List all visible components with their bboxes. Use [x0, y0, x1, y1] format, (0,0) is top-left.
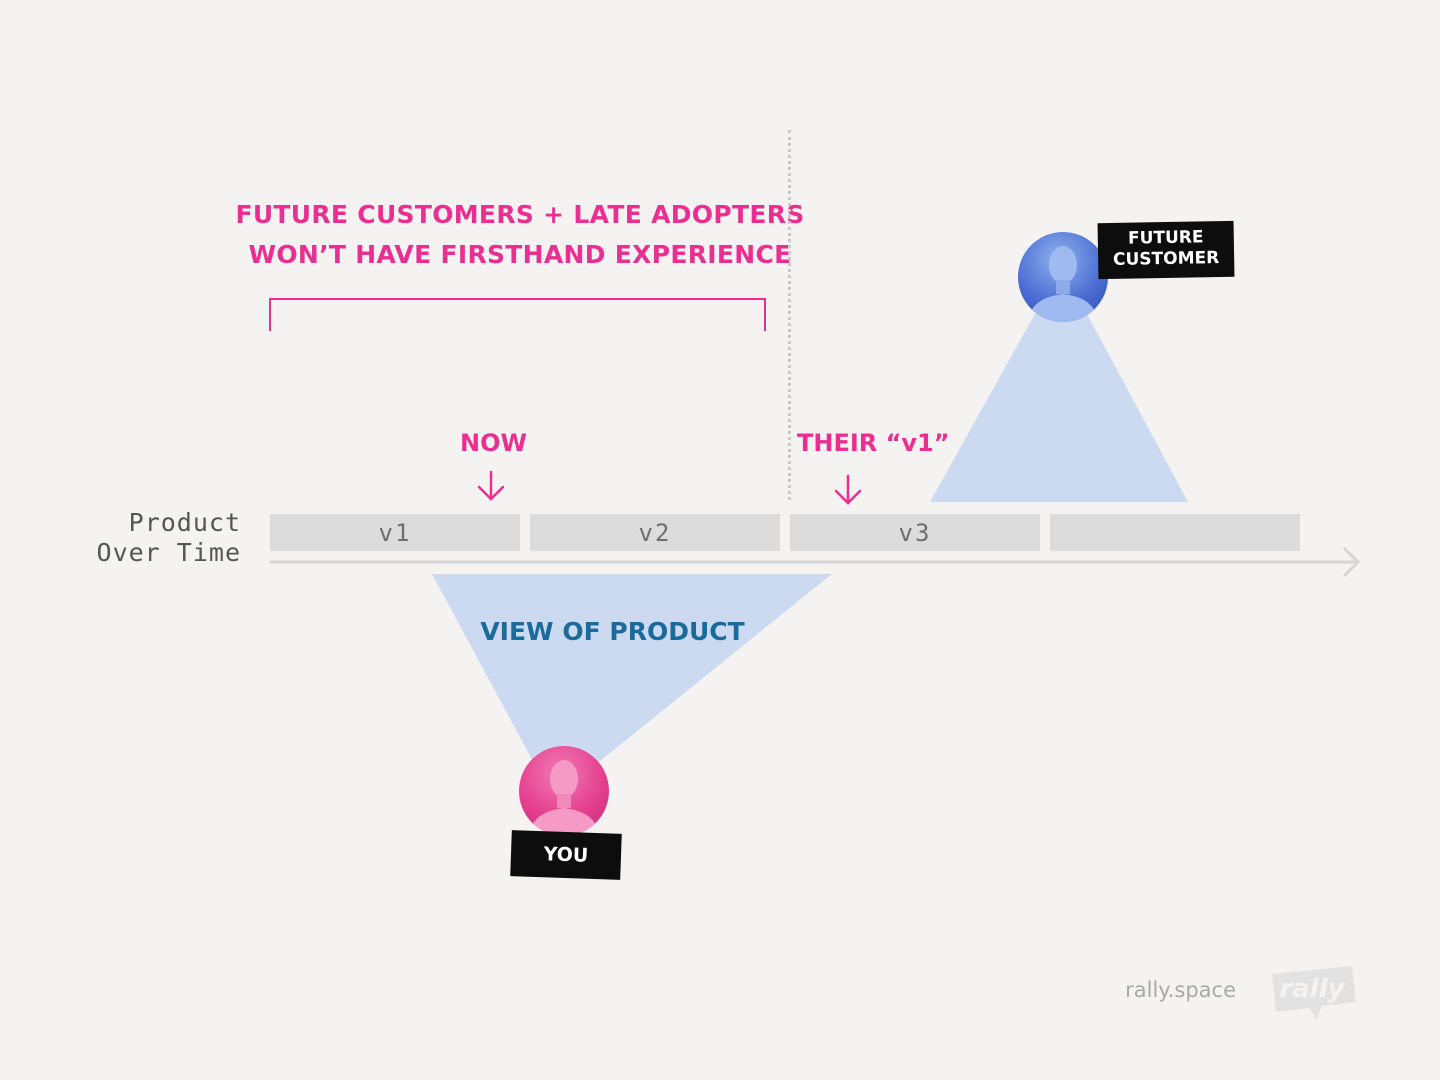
their-v1-marker-label: THEIR “v1” [797, 429, 950, 457]
person-icon [529, 760, 599, 836]
timeline-arrow [270, 546, 1361, 578]
rally-logo: rally [1272, 966, 1356, 1020]
rally-logo-text: rally [1279, 974, 1345, 1004]
axis-label-line-1: Product [128, 508, 241, 537]
you-view-cone [432, 574, 832, 765]
segment-v1: v1 [270, 514, 520, 551]
headline-line-1: FUTURE CUSTOMERS + LATE ADOPTERS [235, 200, 805, 229]
future-customer-avatar [1018, 232, 1108, 322]
future-customer-tag-line-1: FUTURE [1127, 227, 1204, 249]
you-avatar [519, 746, 609, 836]
segment-v3: v3 [790, 514, 1040, 551]
now-arrow-icon [477, 470, 505, 501]
headline-line-2: WON’T HAVE FIRSTHAND EXPERIENCE [248, 240, 792, 269]
person-icon [1028, 246, 1098, 322]
future-customer-tag-line-2: CUSTOMER [1112, 248, 1220, 270]
view-of-product-label: VIEW OF PRODUCT [480, 617, 745, 646]
axis-label-line-2: Over Time [96, 538, 241, 567]
late-adopters-bracket [269, 298, 766, 331]
segment-v2: v2 [530, 514, 780, 551]
time-divider [788, 130, 791, 500]
site-url: rally.space [1125, 978, 1236, 1002]
you-tag: YOU [510, 830, 622, 880]
headline: FUTURE CUSTOMERS + LATE ADOPTERS WON’T H… [230, 195, 810, 275]
future-customer-tag: FUTURE CUSTOMER [1097, 220, 1235, 280]
their-v1-arrow-icon [834, 474, 862, 505]
axis-label: Product Over Time [60, 508, 241, 568]
future-customer-view-cone [930, 312, 1188, 502]
now-marker-label: NOW [460, 429, 527, 457]
segment-future [1050, 514, 1300, 551]
